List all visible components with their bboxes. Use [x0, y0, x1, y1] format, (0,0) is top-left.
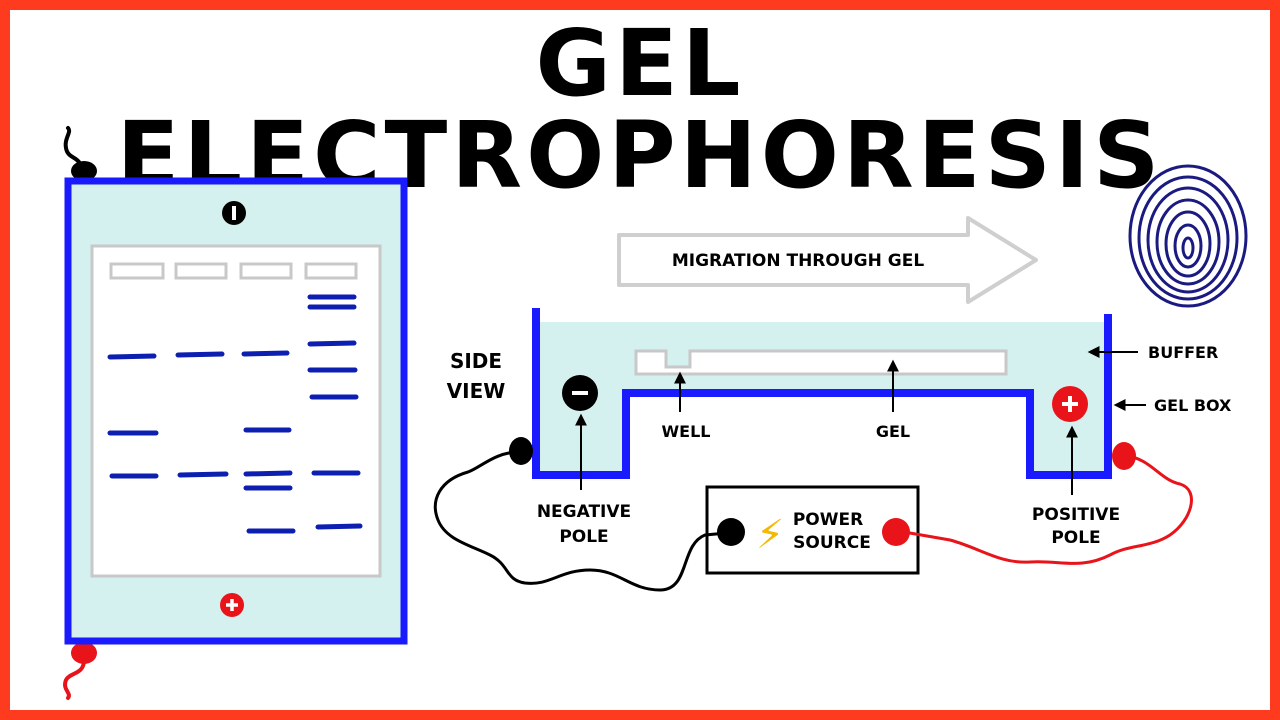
top-positive-wire [63, 658, 86, 700]
side-view-label-line2: VIEW [447, 379, 506, 403]
top-positive-pole-mark [226, 599, 238, 611]
well-label: WELL [662, 422, 711, 441]
well [109, 262, 165, 280]
gel-label: GEL [876, 422, 910, 441]
top-negative-wire [63, 126, 84, 172]
dna-band [177, 471, 229, 478]
well [239, 262, 293, 280]
well [304, 262, 358, 280]
positive-pole-label-line2: POLE [1051, 528, 1100, 548]
migration-arrow-shape [617, 216, 1038, 304]
buffer-liquid [536, 322, 1108, 475]
power-negative-terminal [717, 518, 745, 546]
dna-band [307, 340, 357, 347]
top-gel-slab [90, 244, 382, 578]
positive-wire-connector [1112, 442, 1136, 470]
top-negative-connector [71, 161, 97, 181]
dna-bands [107, 294, 363, 534]
gel-box-label: GEL BOX [1154, 396, 1232, 415]
migration-label: MIGRATION THROUGH GEL [672, 251, 924, 271]
side-view-label-line1: SIDE [450, 349, 502, 373]
top-positive-connector [71, 642, 97, 664]
side-view: SIDE VIEW WELL [433, 308, 1232, 592]
positive-pole-label-line1: POSITIVE [1032, 505, 1120, 525]
side-positive-pole-mark [1062, 396, 1078, 412]
fingerprint-icon [1128, 164, 1248, 308]
side-gel-box [532, 308, 1112, 479]
power-source-label-line2: SOURCE [793, 533, 871, 553]
dna-band [175, 351, 225, 358]
dna-band [243, 470, 293, 477]
annotation-arrows [575, 346, 1146, 495]
power-bolt-icon: ⚡ [756, 512, 784, 558]
power-source-label-line1: POWER [793, 510, 863, 530]
well [174, 262, 228, 280]
negative-wire-connector [509, 437, 533, 465]
negative-pole-label-line2: POLE [559, 527, 608, 547]
top-negative-pole-mark [232, 206, 236, 220]
buffer-label: BUFFER [1148, 343, 1218, 362]
negative-pole-label-line1: NEGATIVE [537, 502, 631, 522]
dna-band [315, 523, 363, 530]
dna-band [241, 350, 290, 357]
side-gel-slab [634, 349, 1008, 376]
migration-arrow: MIGRATION THROUGH GEL [617, 216, 1038, 304]
top-view-gel [63, 126, 408, 700]
negative-wire [433, 450, 729, 592]
dna-band [107, 353, 157, 360]
power-positive-terminal [882, 518, 910, 546]
positive-wire [902, 454, 1193, 565]
